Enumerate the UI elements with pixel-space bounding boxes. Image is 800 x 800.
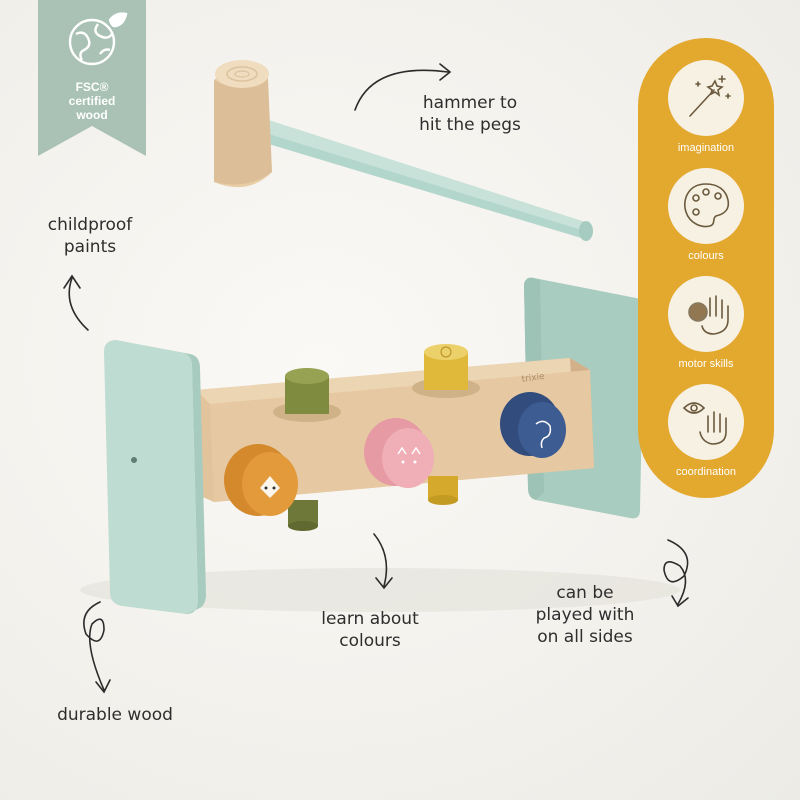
- elephant-icon: [535, 420, 552, 449]
- peg-orange-fox: [224, 444, 298, 516]
- durable-arrowhead: [95, 679, 111, 694]
- earth-leaf-icon: [68, 12, 128, 66]
- durable-arrow: [83, 601, 105, 691]
- benefit-imagination: imagination: [662, 60, 750, 154]
- sides-arrowhead: [671, 595, 689, 608]
- peg-yellow: [412, 344, 480, 505]
- paints-arrowhead: [63, 274, 81, 289]
- sides-callout: can be played with on all sides: [535, 583, 635, 647]
- cat-icon: [397, 446, 421, 455]
- floor-shadow: [80, 568, 680, 612]
- ribbon-shape: [38, 0, 146, 156]
- benefit-coordination: coordination: [662, 384, 750, 478]
- benefits-panel: imagination colours: [638, 38, 774, 498]
- hammer-callout: hammer to hit the pegs: [419, 93, 521, 135]
- colours-arrow: [373, 533, 388, 587]
- hammer-arrow: [354, 69, 449, 111]
- benefit-motor-skills: motor skills: [662, 276, 750, 370]
- benefit-colours: colours: [662, 168, 750, 262]
- fox-icon: [260, 476, 280, 498]
- fsc-text: FSC® certified wood: [68, 80, 116, 122]
- eye-hand-icon: [682, 402, 727, 445]
- peg-green: [273, 368, 341, 531]
- paints-callout: childproof paints: [47, 215, 133, 257]
- hand-grab-icon: [688, 295, 729, 335]
- left-side-panel: [104, 340, 206, 614]
- colours-arrowhead: [375, 577, 393, 590]
- sides-arrow: [663, 539, 689, 605]
- hammer-arrowhead: [439, 63, 452, 81]
- colours-callout: learn about colours: [321, 609, 419, 651]
- peg-pink-cat: [364, 418, 434, 488]
- durable-callout: durable wood: [57, 705, 173, 725]
- peg-blue-elephant: [500, 392, 566, 458]
- hammer: [214, 60, 593, 241]
- paints-arrow: [68, 277, 89, 331]
- screw-hole: [131, 457, 137, 463]
- palette-icon: [684, 183, 730, 228]
- magic-wand-icon: [689, 75, 731, 117]
- brand-text: trixie: [521, 372, 546, 385]
- fsc-badge: FSC® certified wood: [38, 0, 146, 156]
